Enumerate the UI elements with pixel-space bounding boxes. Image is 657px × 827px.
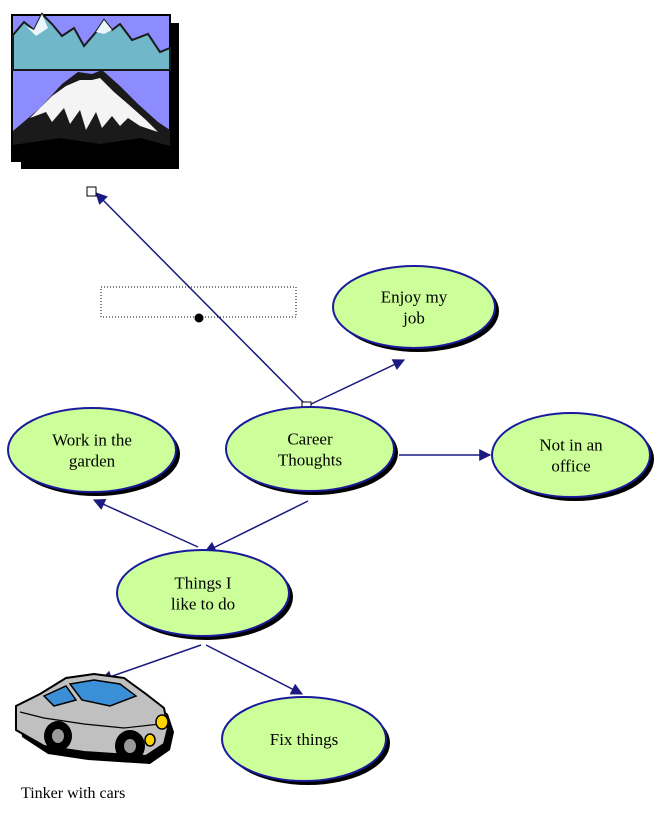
node-career-label-line: Thoughts bbox=[278, 451, 342, 470]
node-fix-label-line: Fix things bbox=[270, 730, 339, 749]
node-office-label-line: Not in an bbox=[539, 436, 603, 455]
node-enjoy-label-line: Enjoy my bbox=[381, 288, 448, 307]
node-enjoy-label: Enjoy my job bbox=[381, 288, 448, 328]
edge-career-to-mountain[interactable] bbox=[95, 192, 308, 407]
edge-label-anchor[interactable] bbox=[194, 313, 204, 323]
node-garden[interactable]: Work in the garden bbox=[7, 407, 180, 496]
selection-handle-top[interactable] bbox=[86, 186, 97, 197]
node-garden-label-line: garden bbox=[69, 452, 116, 471]
node-office-label: Not in an office bbox=[539, 436, 603, 476]
node-fix[interactable]: Fix things bbox=[221, 696, 390, 785]
car-icon[interactable] bbox=[15, 672, 174, 764]
node-office[interactable]: Not in an office bbox=[491, 412, 654, 501]
node-office-label-line: office bbox=[551, 457, 590, 476]
node-enjoy-label-line: job bbox=[402, 309, 425, 328]
node-career-label-line: Career bbox=[287, 430, 333, 449]
node-garden-label-line: Work in the bbox=[52, 431, 132, 450]
node-things-label-line: Things I bbox=[174, 574, 231, 593]
node-things-label: Things I like to do bbox=[171, 574, 235, 614]
node-garden-label: Work in the garden bbox=[52, 431, 132, 471]
edge-label-box[interactable] bbox=[100, 286, 297, 318]
edge-career-to-enjoy[interactable] bbox=[306, 359, 406, 407]
car-caption: Tinker with cars bbox=[21, 785, 125, 802]
node-things[interactable]: Things I like to do bbox=[116, 549, 293, 640]
node-things-label-line: like to do bbox=[171, 595, 235, 614]
node-enjoy[interactable]: Enjoy my job bbox=[332, 265, 499, 352]
node-fix-label: Fix things bbox=[270, 730, 339, 749]
edge-career-to-things[interactable] bbox=[203, 500, 309, 553]
edges-layer bbox=[92, 192, 492, 695]
edge-things-to-garden[interactable] bbox=[92, 498, 199, 548]
edge-things-to-car[interactable] bbox=[99, 644, 202, 683]
edge-things-to-fix[interactable] bbox=[205, 644, 304, 695]
mountain-icon[interactable] bbox=[11, 12, 179, 169]
